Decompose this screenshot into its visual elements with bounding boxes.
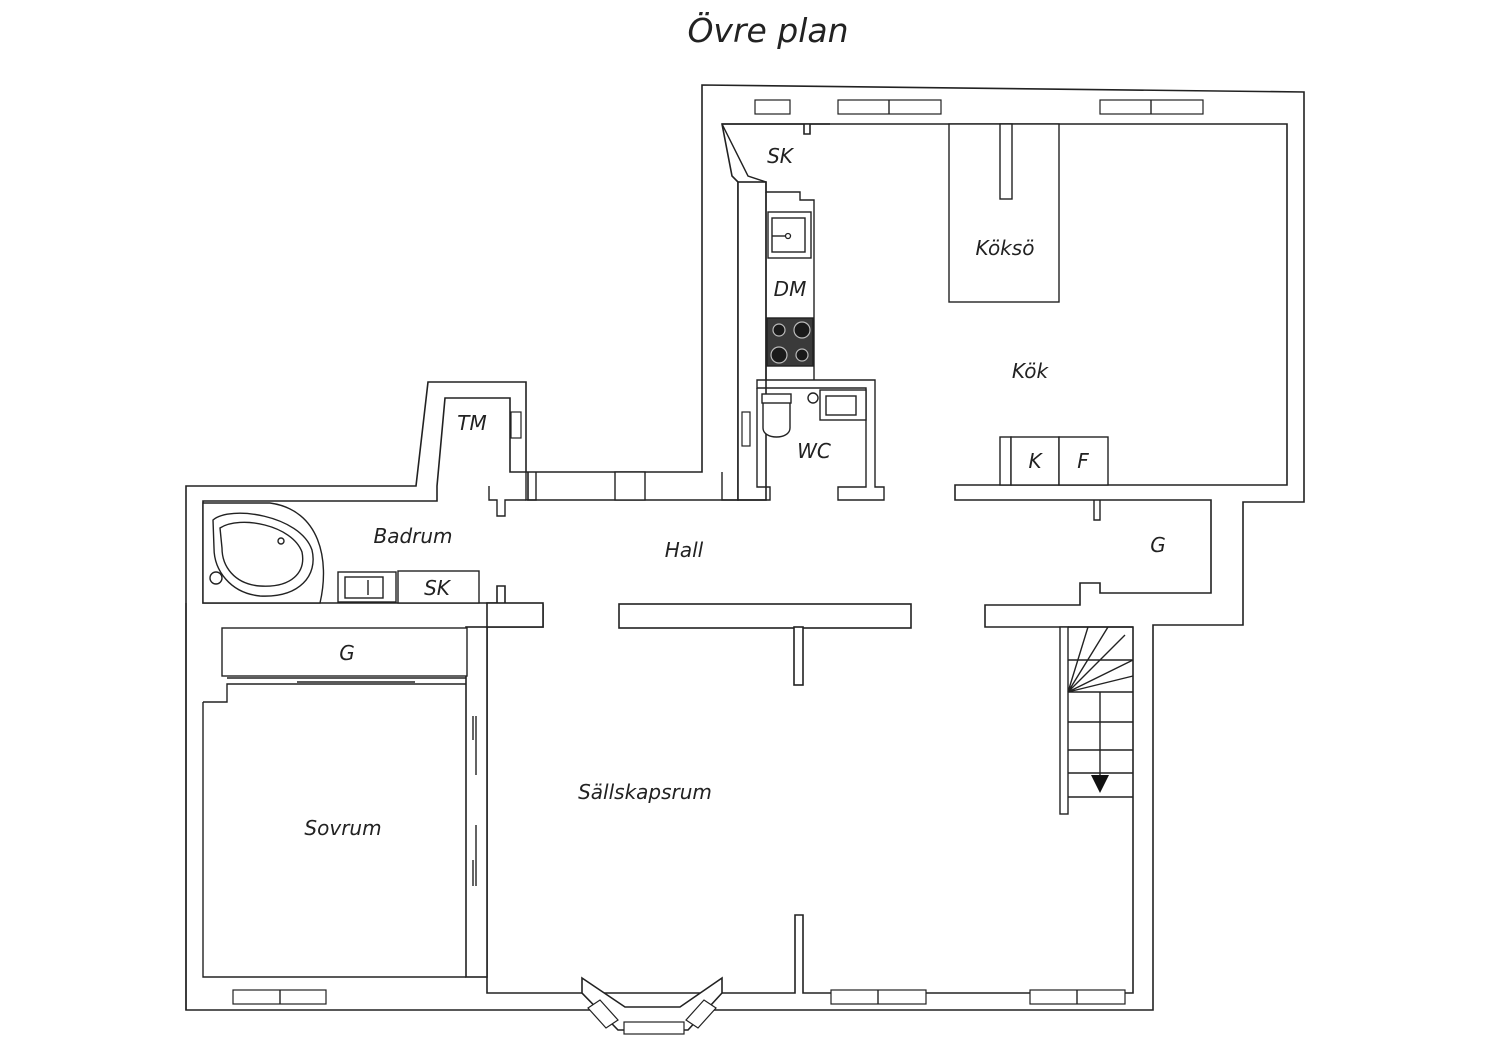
room-label-dm: DM — [774, 277, 807, 301]
room-label-badrum: Badrum — [373, 524, 452, 548]
room-label-sk-top: SK — [767, 144, 795, 168]
bathtub — [202, 502, 325, 604]
room-label-tm: TM — [457, 411, 486, 435]
toilet — [761, 393, 792, 438]
room-label-sk-bath: SK — [424, 576, 452, 600]
wardrobe-left — [221, 627, 468, 677]
room-label-hall: Hall — [665, 538, 704, 562]
hall-wall-left — [486, 602, 544, 628]
kitchen-island-divider — [999, 123, 1013, 200]
staircase — [1059, 626, 1134, 815]
freezer — [1058, 436, 1109, 486]
room-label-kok: Kök — [1012, 359, 1050, 383]
dm-wall — [737, 181, 767, 501]
wardrobe-sliding-door — [227, 677, 466, 683]
kitchen-sink — [767, 211, 812, 259]
room-label-wc: WC — [797, 439, 831, 463]
hall-pillar-3 — [488, 486, 526, 517]
plan-title: Övre plan — [687, 10, 848, 50]
room-label-g-left: G — [339, 641, 355, 665]
bathroom-cabinet — [397, 570, 480, 604]
room-label-sallskapsrum: Sällskapsrum — [578, 780, 712, 804]
wc-window — [741, 411, 751, 447]
sovrum-outline — [202, 683, 466, 978]
bathroom-sink — [337, 571, 397, 603]
bedroom-wall — [465, 626, 488, 978]
kf-wall — [999, 436, 1012, 486]
hall-wall-stub — [793, 626, 804, 686]
wc-wall-right — [756, 379, 885, 501]
wc-sink — [807, 389, 867, 421]
sk-wall-top — [722, 123, 830, 135]
room-label-g-right: G — [1150, 533, 1166, 557]
room-label-f: F — [1077, 449, 1089, 473]
bay-window — [581, 976, 723, 1035]
room-label-sovrum: Sovrum — [304, 816, 381, 840]
room-label-k: K — [1028, 449, 1043, 473]
tm-vent — [510, 411, 522, 439]
hall-pillar-2 — [614, 471, 646, 501]
wc-wall-left — [721, 388, 771, 501]
stove — [766, 317, 814, 367]
windows-top — [754, 99, 1204, 115]
hall-wall-center — [618, 603, 912, 629]
bedroom-doors — [472, 716, 477, 886]
hall-pillar-1 — [525, 472, 537, 501]
windows-bottom — [232, 989, 1126, 1005]
room-label-kokso: Köksö — [976, 236, 1035, 260]
sk-outline — [721, 123, 815, 380]
g-right-stub — [1093, 500, 1101, 521]
